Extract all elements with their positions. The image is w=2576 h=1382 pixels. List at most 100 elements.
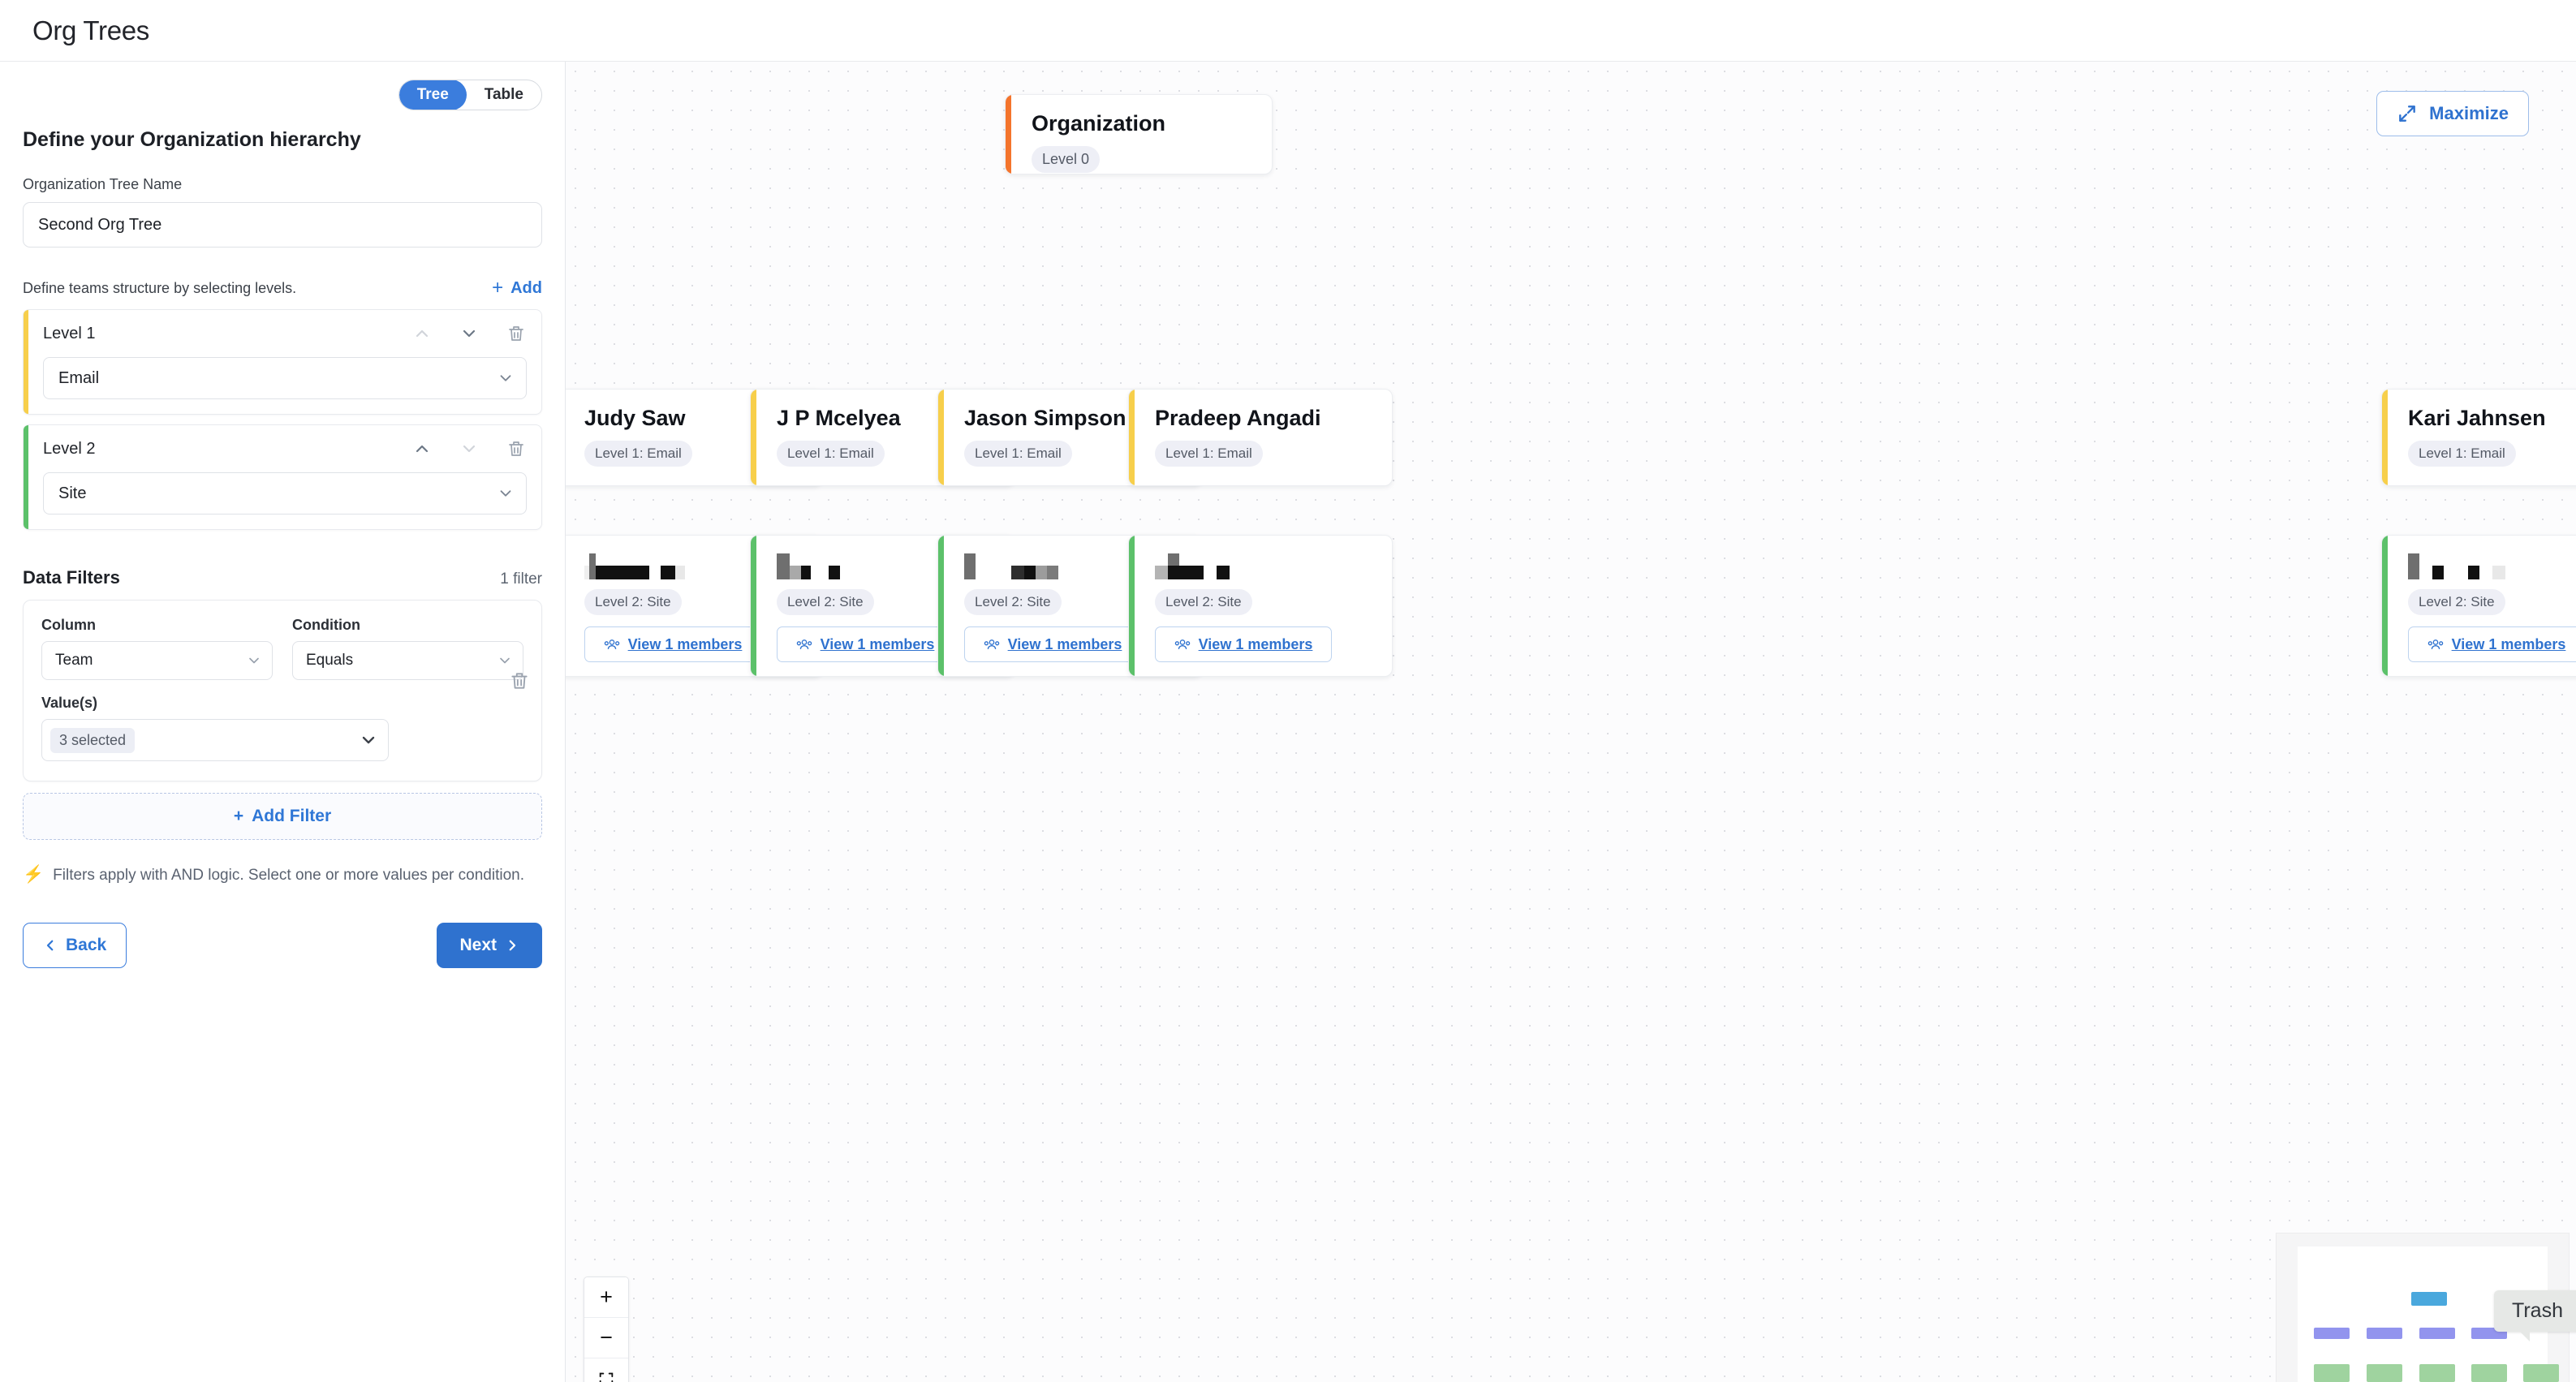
add-filter-button[interactable]: + Add Filter — [23, 793, 542, 840]
node-level-badge: Level 1: Email — [1155, 441, 1263, 467]
delete-level-button[interactable] — [506, 323, 527, 344]
view-members-button[interactable]: View 1 members — [964, 626, 1141, 662]
zoom-out-button[interactable]: − — [584, 1318, 628, 1358]
delete-filter-button[interactable] — [509, 670, 530, 691]
view-members-button[interactable]: View 1 members — [777, 626, 954, 662]
delete-level-button[interactable] — [506, 438, 527, 459]
add-level-label: Add — [510, 278, 542, 297]
level-1-row: Level 1 — [43, 323, 527, 344]
filter-values-select[interactable]: 3 selected — [41, 719, 389, 761]
data-filters-count: 1 filter — [500, 570, 542, 588]
filter-column-value: Team — [55, 652, 93, 669]
node-title: J P Mcelyea — [777, 406, 901, 430]
level-card-2[interactable]: Level 2 Site — [23, 424, 542, 530]
data-filters-header: Data Filters 1 filter — [23, 567, 542, 588]
minimap-node-l2 — [2419, 1364, 2455, 1382]
node-level-badge: Level 2: Site — [584, 589, 682, 615]
wizard-nav: Back Next — [23, 922, 542, 968]
node-level-badge: Level 1: Email — [964, 441, 1072, 467]
filter-values-chip: 3 selected — [50, 727, 136, 753]
level-2-row: Level 2 — [43, 438, 527, 459]
plus-icon: + — [492, 277, 504, 299]
level-card-1[interactable]: Level 1 Email — [23, 309, 542, 415]
chevron-down-icon — [500, 490, 511, 497]
maximize-button[interactable]: Maximize — [2376, 91, 2529, 136]
org-node-root[interactable]: Organization Level 0 — [1005, 94, 1273, 174]
zoom-controls[interactable]: + − — [584, 1277, 629, 1382]
node-body: Pradeep Angadi Level 1: Email — [1129, 390, 1392, 481]
members-icon — [1174, 639, 1190, 649]
view-mode-toggle[interactable]: Tree Table — [398, 80, 542, 110]
level-1-field-select[interactable]: Email — [43, 357, 527, 399]
redacted-title — [964, 552, 1183, 579]
filter-column-select[interactable]: Team — [41, 641, 273, 680]
view-members-button[interactable]: View 1 members — [2408, 626, 2576, 662]
move-level-down-button[interactable] — [459, 323, 480, 344]
fit-view-button[interactable] — [584, 1358, 628, 1382]
trash-tooltip: Trash — [2494, 1290, 2576, 1341]
chevron-down-icon — [463, 445, 476, 453]
view-members-button[interactable]: View 1 members — [584, 626, 761, 662]
add-level-button[interactable]: + Add — [492, 278, 542, 298]
node-body: Jason Simpson Level 1: Email — [938, 390, 1201, 481]
canvas-minimap[interactable] — [2276, 1233, 2570, 1382]
main-layout: Tree Table Define your Organization hier… — [0, 62, 2576, 1382]
view-toggle-wrap: Tree Table — [23, 80, 542, 110]
view-members-label: View 1 members — [2451, 635, 2566, 652]
minimap-viewport — [2298, 1246, 2559, 1382]
org-tree-canvas[interactable]: Maximize — [566, 62, 2576, 1382]
org-node-level2-5[interactable]: Level 2: Site View 1 members — [2381, 535, 2576, 677]
view-members-button[interactable]: View 1 members — [1155, 626, 1332, 662]
level-2-field-select[interactable]: Site — [43, 472, 527, 514]
view-members-label: View 1 members — [627, 635, 743, 652]
tree-name-input[interactable] — [23, 202, 542, 248]
app-header: Org Trees — [0, 0, 2576, 62]
lightning-icon: ⚡ — [23, 865, 45, 884]
node-title: Judy Saw — [584, 406, 686, 430]
tree-edges — [566, 62, 809, 183]
view-members-label: View 1 members — [1198, 635, 1313, 652]
node-body: Level 2: Site View 1 members — [751, 536, 1014, 674]
level-1-name: Level 1 — [43, 324, 96, 342]
members-icon — [984, 639, 999, 649]
zoom-in-button[interactable]: + — [584, 1277, 628, 1318]
org-node-level1-kari-jahnsen[interactable]: Kari Jahnsen Level 1: Email — [2381, 389, 2576, 486]
redacted-title — [777, 552, 996, 579]
redacted-title — [584, 552, 803, 579]
minimap-node-l1 — [2314, 1328, 2350, 1339]
move-level-down-button[interactable] — [459, 438, 480, 459]
redacted-title — [1155, 552, 1374, 579]
page-title: Org Trees — [32, 15, 150, 45]
maximize-icon — [2399, 105, 2416, 122]
maximize-label: Maximize — [2429, 103, 2509, 123]
filter-column-label: Column — [41, 617, 96, 633]
data-filters-title: Data Filters — [23, 567, 120, 588]
move-level-up-button[interactable] — [411, 323, 433, 344]
back-button[interactable]: Back — [23, 922, 127, 968]
filter-condition-group: Condition Equals — [292, 617, 523, 680]
minimap-node-l1 — [2367, 1328, 2402, 1339]
filter-condition-select[interactable]: Equals — [292, 641, 523, 680]
node-title: Organization — [1032, 111, 1166, 136]
org-node-level2-4[interactable]: Level 2: Site View 1 members — [1128, 535, 1393, 677]
redacted-title — [2408, 552, 2576, 579]
move-level-up-button[interactable] — [411, 438, 433, 459]
trash-icon — [509, 326, 523, 341]
next-button[interactable]: Next — [437, 922, 542, 968]
chevron-down-icon — [500, 375, 511, 381]
toggle-tree-view[interactable]: Tree — [398, 80, 467, 110]
chevron-down-icon — [463, 329, 476, 338]
minimap-node-l2 — [2367, 1364, 2402, 1382]
tree-name-label: Organization Tree Name — [23, 176, 183, 192]
level-1-field-value: Email — [58, 368, 100, 387]
org-node-level1-pradeep-angadi[interactable]: Pradeep Angadi Level 1: Email — [1128, 389, 1393, 486]
toggle-table-view[interactable]: Table — [467, 80, 541, 110]
chevron-down-icon — [362, 736, 374, 744]
minimap-node-l2 — [2523, 1364, 2559, 1382]
add-filter-label: Add Filter — [252, 807, 332, 825]
levels-header: Define teams structure by selecting leve… — [23, 278, 542, 298]
level-2-name: Level 2 — [43, 439, 96, 458]
minimap-node-l2 — [2471, 1364, 2507, 1382]
filter-column-group: Column Team — [41, 617, 273, 680]
level-1-actions — [411, 323, 527, 344]
